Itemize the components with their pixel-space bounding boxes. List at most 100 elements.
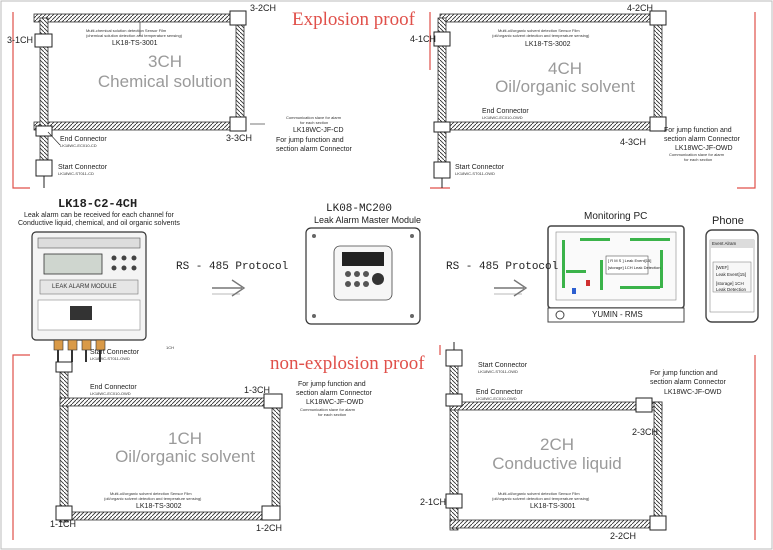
pc-screen-line2: [storage] 1CH Leak Detection (608, 265, 661, 270)
loop-2ch-sensor-text2: (oil/organic solvent detection and tempe… (492, 496, 590, 501)
loop-4ch-jump-text1: For jump function and (664, 127, 732, 134)
loop-2ch-start-model: LK18WC-ST011-OWD (478, 369, 518, 374)
loop-3ch-cable (33, 13, 245, 161)
master-module-device (305, 227, 421, 325)
loop-3ch-end-model: LK18WC-EC010-CD (60, 143, 97, 148)
module-port-label: 1CH (166, 345, 175, 350)
loop-1ch-title-name: Oil/organic solvent (115, 447, 255, 466)
phone-device (705, 229, 759, 323)
loop-2ch-sensor-model: LK18-TS-3001 (530, 503, 576, 510)
loop-4ch-connectors (433, 10, 667, 188)
leak-alarm-module-device (31, 231, 147, 362)
master-subtitle: Leak Alarm Master Module (314, 215, 422, 225)
loop-2ch-sensor-text1: Multi-oil/organic solvent detection Sens… (498, 491, 580, 496)
loop-1ch-sensor-text1: Multi-oil/organic solvent detection Sens… (110, 491, 192, 496)
loop-3ch-comm-text1: Communication slave for alarm (286, 115, 342, 120)
module-panel-label: LEAK ALARM MODULE (52, 284, 117, 290)
loop-4ch-sensor-text2: (oil/organic solvent detection and tempe… (492, 33, 590, 38)
pc-title: Monitoring PC (584, 211, 648, 222)
monitoring-pc-device (547, 225, 685, 323)
loop-2ch-jump-text2: section alarm Connector (650, 379, 726, 386)
protocol-right-label: RS - 485 Protocol (446, 261, 559, 273)
phone-head: Event Alram (712, 241, 737, 246)
loop-2ch-label-right: 2-3CH (632, 427, 659, 437)
loop-2ch-comm-model: LK18WC-JF-OWD (664, 389, 722, 396)
loop-3ch-sensor-model: LK18-TS-3001 (112, 40, 158, 47)
loop-4ch-sensor-model: LK18-TS-3002 (525, 41, 571, 48)
module-desc2: Conductive liquid, chemical, and oil org… (18, 220, 180, 227)
loop-3ch-sensor-text2: (chemical solution detection and tempera… (86, 33, 183, 38)
loop-4ch-comm-model: LK18WC-JF-OWD (675, 145, 733, 152)
loop-3ch-comm-model: LK18WC-JF-CD (293, 127, 344, 134)
loop-4ch-end-label: End Connector (482, 108, 529, 115)
phone-line2: Leak Event[15] (716, 272, 747, 277)
loop-3ch-title-name: Chemical solution (97, 72, 233, 91)
loop-2ch-title-name: Conductive liquid (492, 454, 622, 473)
loop-1ch-end-label: End Connector (90, 384, 137, 391)
phone-line3: [storage] 1CH (716, 281, 744, 286)
loop-1ch-jump-text1: For jump function and (298, 381, 366, 388)
master-title: LK08-MC200 (326, 203, 393, 215)
loop-1ch-sensor-model: LK18-TS-3002 (136, 503, 182, 510)
loop-3ch-title-ch: 3CH (147, 52, 182, 71)
loop-1ch-label-br: 1-2CH (256, 523, 283, 533)
loop-2ch-start-label: Start Connector (478, 362, 528, 369)
loop-2ch-label-left: 2-1CH (420, 497, 447, 507)
loop-3ch-connectors (34, 10, 247, 188)
loop-4ch-start-model: LK18WC-ST011-OWD (455, 171, 495, 176)
loop-3ch-label-left: 3-1CH (7, 35, 34, 45)
loop-4ch-label-left: 4-1CH (410, 34, 437, 44)
loop-3ch-label-bottom: 3-3CH (226, 133, 253, 143)
module-start-model: LK18WC-ST011-OWD (90, 356, 130, 361)
loop-4ch-label-top: 4-2CH (627, 3, 654, 13)
loop-4ch-title-name: Oil/organic solvent (495, 77, 635, 96)
non-explosion-proof-heading: non-explosion proof (270, 353, 425, 374)
module-desc1: Leak alarm can be received for each chan… (24, 212, 174, 219)
loop-1ch-title-ch: 1CH (167, 429, 202, 448)
loop-3ch-label-top: 3-2CH (250, 3, 277, 13)
non-explosion-proof-bracket (12, 345, 756, 540)
loop-2ch-label-bottom: 2-2CH (610, 531, 637, 541)
loop-1ch-end-model: LK18WC-EC010-OWD (90, 391, 131, 396)
explosion-proof-bracket (12, 12, 756, 189)
arrow-right-protocol (494, 279, 528, 297)
explosion-proof-heading: Explosion proof (292, 9, 415, 30)
loop-2ch-jump-text1: For jump function and (650, 370, 718, 377)
arrow-left-protocol (212, 279, 246, 297)
loop-2ch-end-label: End Connector (476, 389, 523, 396)
module-start-label: Start Connector (90, 349, 140, 356)
loop-1ch-sensor-text2: (oil/organic solvent detection and tempe… (104, 496, 202, 501)
loop-1ch-jump-text2: section alarm Connector (296, 390, 372, 397)
loop-2ch-title-ch: 2CH (539, 435, 574, 454)
phone-title: Phone (712, 215, 744, 227)
loop-3ch-start-label: Start Connector (58, 164, 108, 171)
phone-line1: [WEF] (716, 265, 729, 270)
pc-footer: YUMIN - RMS (592, 310, 643, 319)
loop-4ch-jump-text2: section alarm Connector (664, 136, 740, 143)
loop-1ch-label-top: 1-3CH (244, 385, 271, 395)
protocol-left-label: RS - 485 Protocol (176, 261, 289, 273)
loop-4ch-sensor-text1: Multi-oil/organic solvent detection Sens… (498, 28, 580, 33)
module-title: LK18-C2-4CH (58, 197, 138, 211)
loop-3ch-jump-text1: For jump function and (276, 137, 344, 144)
loop-4ch-end-model: LK18WC-EC010-OWD (482, 115, 523, 120)
pc-screen-line1: [ R M S ] Leak Event[15] (608, 258, 652, 263)
phone-line4: Leak Detection (716, 287, 747, 292)
loop-3ch-start-model: LK18WC-ST011-CD (58, 171, 94, 176)
loop-1ch-comm-text1: Communication slave for alarm (300, 407, 356, 412)
loop-3ch-sensor-text1: Multi-chemical solution detection Sensor… (86, 28, 167, 33)
loop-3ch-jump-text2: section alarm Connector (276, 146, 352, 153)
loop-4ch-comm-text2: for each section (684, 157, 713, 162)
loop-1ch-comm-model: LK18WC-JF-OWD (306, 399, 364, 406)
loop-4ch-label-bottom: 4-3CH (620, 137, 647, 147)
loop-4ch-comm-text1: Communication slave for alarm (669, 152, 725, 157)
loop-4ch-title-ch: 4CH (547, 59, 582, 78)
loop-1ch-comm-text2: for each section (318, 412, 347, 417)
loop-4ch-start-label: Start Connector (455, 164, 505, 171)
loop-2ch-end-model: LK18WC-EC010-OWD (476, 396, 517, 401)
loop-2ch-connectors (445, 342, 667, 531)
loop-3ch-comm-text2: for each section (300, 120, 329, 125)
